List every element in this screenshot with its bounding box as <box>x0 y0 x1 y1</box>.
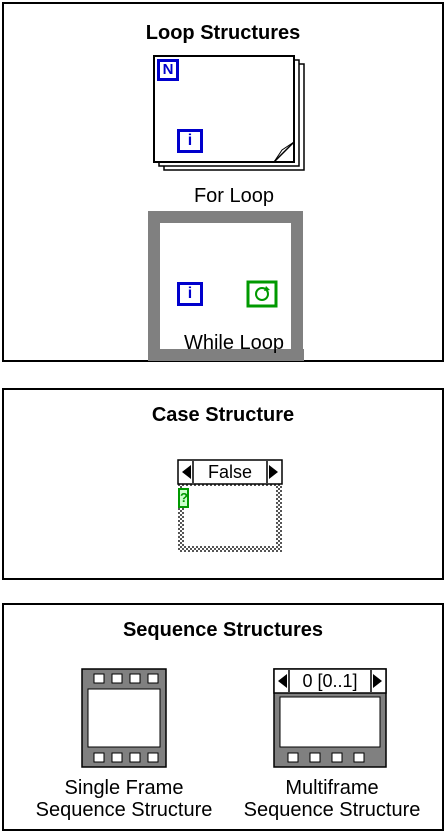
frame-decrement-arrow-icon <box>278 674 287 688</box>
frame-selector-value[interactable]: 0 [0..1] <box>302 671 358 691</box>
frame-increment-arrow-icon <box>373 674 382 688</box>
single-frame-label-line1: Single Frame <box>64 777 184 799</box>
for-loop-iteration-terminal[interactable]: i <box>177 129 203 153</box>
while-loop-label: While Loop <box>183 332 285 354</box>
case-decrement-arrow-icon <box>182 465 191 479</box>
multiframe-label-line1: Multiframe <box>285 777 379 799</box>
single-frame-sequence-icon[interactable] <box>81 668 167 768</box>
case-structure-panel: Case Structure False ? <box>2 388 444 580</box>
single-frame-label-line2: Sequence Structure <box>35 799 213 821</box>
case-selector-value[interactable]: False <box>207 462 252 482</box>
case-structure-title: Case Structure <box>151 404 295 426</box>
loop-structures-panel: Loop Structures N i For Loop i While Loo… <box>2 2 444 362</box>
loop-condition-icon[interactable] <box>246 280 278 308</box>
while-loop-iteration-terminal[interactable]: i <box>177 282 203 306</box>
for-loop-label: For Loop <box>193 185 275 207</box>
while-loop-icon[interactable] <box>148 211 304 361</box>
case-selector-terminal[interactable]: ? <box>178 488 189 508</box>
multiframe-sequence-icon[interactable] <box>273 668 387 768</box>
sequence-structures-title: Sequence Structures <box>122 619 324 641</box>
multiframe-label-line2: Sequence Structure <box>243 799 421 821</box>
sequence-structures-panel: Sequence Structures Single Frame Sequenc… <box>2 603 444 831</box>
loop-structures-title: Loop Structures <box>145 22 301 44</box>
case-structure-frame[interactable] <box>177 459 283 552</box>
count-terminal[interactable]: N <box>157 59 179 81</box>
case-increment-arrow-icon <box>269 465 278 479</box>
